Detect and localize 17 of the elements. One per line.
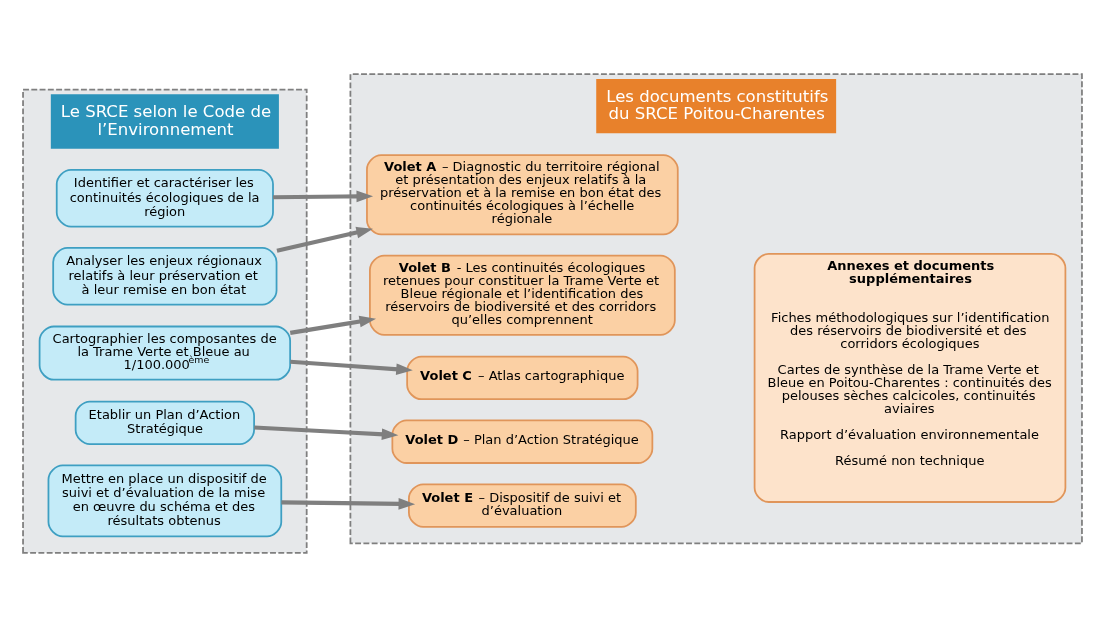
node-box: Etablir un Plan d’Action Stratégique bbox=[74, 400, 255, 445]
node-box: Volet B - Les continuités écologiques retenues pour constituer la Trame Verte et Bleue régionale et l’identification des réservoirs de biodiversité et des corridors qu’elles comprennent bbox=[369, 254, 676, 336]
arrow bbox=[289, 315, 377, 335]
node-box: Volet C – Atlas cartographique bbox=[406, 355, 639, 401]
arrow bbox=[281, 498, 416, 510]
arrow bbox=[290, 359, 413, 375]
node-box: Cartographier les composantes de la Trame Verte et Bleue au 1/100.000$^{ème}$ bbox=[38, 325, 292, 381]
node-box: Volet D – Plan d’Action Stratégique bbox=[391, 419, 654, 464]
arrow bbox=[276, 226, 373, 253]
node-box: Identifier et caractériser les continuités écologiques de la région bbox=[55, 169, 274, 228]
node-box: Analyser les enjeux régionaux relatifs à leur préservation et à leur remise en bon état bbox=[52, 247, 278, 306]
node-box: Annexes et documents supplémentaires Fiches méthodologiques sur l’identification des réservoirs de biodiversité et des corridors écologiques Cartes de synthèse de la Trame Verte et Bleue en Poitou-Charentes : continuités des pelouses sèches calcicoles, continuités aviaires Rapport d’évaluation environnementale Résumé non technique bbox=[753, 252, 1067, 503]
node-box: Volet E – Dispositif de suivi et d’évaluation bbox=[408, 483, 637, 528]
arrow bbox=[273, 190, 374, 203]
arrow bbox=[254, 425, 399, 441]
node-box: Mettre en place un dispositif de suivi et d’évaluation de la mise en œuvre du schéma et des résultats obtenus bbox=[47, 464, 283, 538]
node-box: Volet A – Diagnostic du territoire régional et présentation des enjeux relatifs à la préservation et à la remise en bon état des continuités écologiques à l’échelle régionale bbox=[366, 154, 679, 236]
